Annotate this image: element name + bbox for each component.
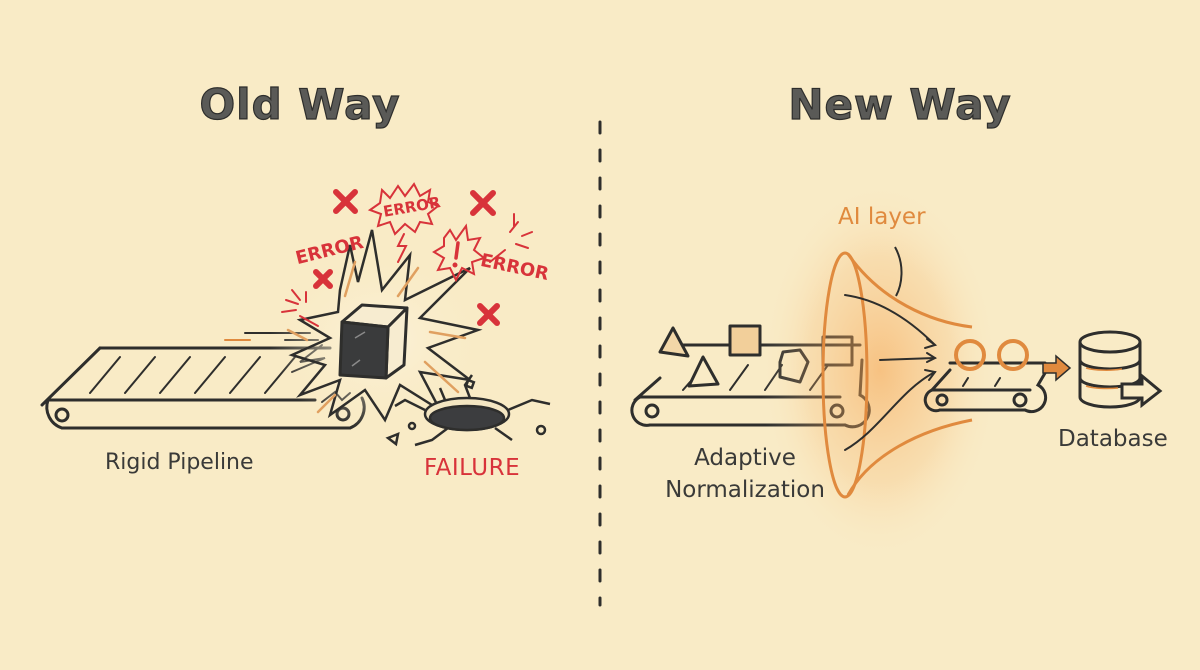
x-mark-icon xyxy=(477,303,500,326)
cube-icon xyxy=(338,303,409,380)
hole-icon xyxy=(385,374,551,447)
new-way-title: New Way xyxy=(788,79,1012,129)
ai-layer-label: AI layer xyxy=(838,204,926,230)
triangle-icon xyxy=(658,326,690,358)
adaptive-normalization-label: Adaptive Normalization xyxy=(645,442,845,506)
x-mark-icon xyxy=(470,190,496,216)
arrow-right-icon xyxy=(1042,354,1072,382)
circle-icon xyxy=(954,339,986,371)
adaptive-label-line2: Normalization xyxy=(665,477,825,503)
rigid-pipeline-label: Rigid Pipeline xyxy=(105,450,254,475)
square-icon xyxy=(728,324,762,357)
x-mark-icons xyxy=(313,189,500,326)
failure-label: FAILURE xyxy=(424,455,521,481)
output-conveyor-belt-icon xyxy=(923,339,1050,414)
database-label: Database xyxy=(1058,426,1168,452)
spark-icons xyxy=(281,182,533,327)
adaptive-label-line1: Adaptive xyxy=(694,445,796,471)
ai-funnel-icon xyxy=(760,180,1000,560)
triangle-icon xyxy=(687,355,720,388)
circle-icon xyxy=(997,339,1029,371)
x-mark-icon xyxy=(333,189,358,214)
old-way-title: Old Way xyxy=(199,79,401,129)
x-mark-icon xyxy=(313,269,333,289)
database-icon xyxy=(1078,330,1163,409)
